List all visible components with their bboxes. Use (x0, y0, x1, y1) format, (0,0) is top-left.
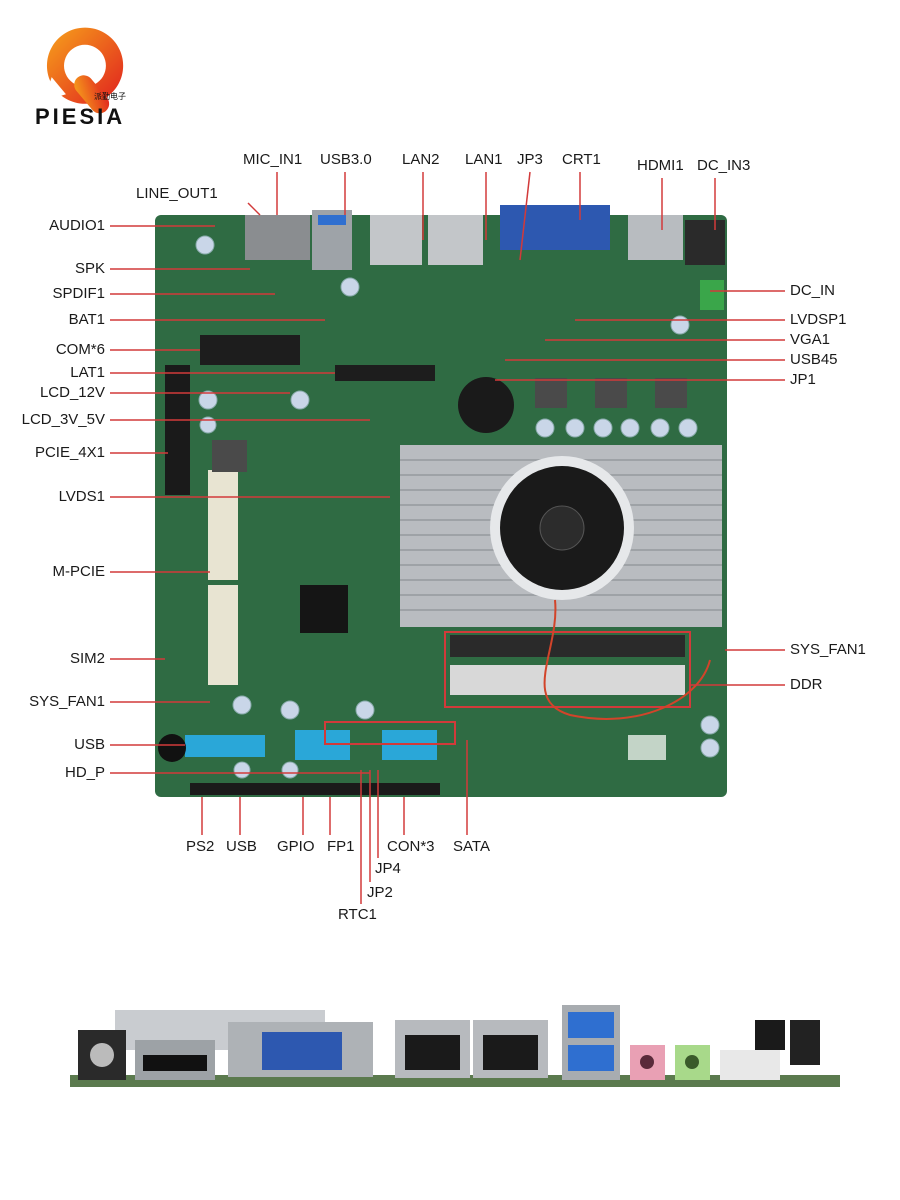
label-spdif1: SPDIF1 (52, 285, 105, 302)
label-audio1: AUDIO1 (49, 217, 105, 234)
label-jp3: JP3 (517, 151, 543, 168)
audio-jacks (245, 215, 310, 260)
label-jp2: JP2 (367, 884, 393, 901)
brand-name: PIESIA (35, 104, 126, 129)
hdmi-port (628, 215, 683, 260)
label-lcd-12v: LCD_12V (39, 384, 105, 401)
label-jp4: JP4 (375, 860, 401, 877)
label-pcie-4x1: PCIE_4X1 (34, 444, 105, 461)
label-m-pcie: M-PCIE (52, 563, 106, 580)
label-vga1: VGA1 (790, 331, 831, 348)
label-dc-in3: DC_IN3 (697, 157, 751, 174)
label-sata: SATA (453, 838, 490, 855)
lan2-port (370, 215, 422, 265)
label-lan2: LAN2 (402, 151, 440, 168)
label-usb45: USB45 (790, 351, 838, 368)
ddr-slot-1 (450, 635, 685, 657)
label-usb-left: USB (74, 736, 105, 753)
label-rtc1: RTC1 (338, 906, 377, 923)
label-com6: COM*6 (55, 341, 105, 358)
label-sys-fan1-left: SYS_FAN1 (29, 693, 105, 710)
label-hd-p: HD_P (64, 764, 105, 781)
label-line-out1: LINE_OUT1 (136, 185, 218, 202)
label-gpio: GPIO (277, 838, 315, 855)
mpcie-slot-2 (208, 585, 238, 685)
label-bat1: BAT1 (68, 311, 105, 328)
label-jp1: JP1 (790, 371, 816, 388)
label-mic-in1: MIC_IN1 (243, 151, 303, 168)
label-sim2: SIM2 (69, 650, 105, 667)
logo-q-icon (44, 27, 124, 114)
label-lvds1: LVDS1 (58, 488, 105, 505)
label-crt1: CRT1 (562, 151, 601, 168)
label-spk: SPK (74, 260, 105, 277)
label-usb3: USB3.0 (320, 151, 372, 168)
usb-header (185, 735, 265, 757)
brand-subtitle: 派勤电子 (94, 92, 126, 101)
label-lvdsp1: LVDSP1 (790, 311, 847, 328)
label-con3: CON*3 (387, 838, 435, 855)
label-usb-bottom: USB (226, 838, 257, 855)
label-lan1: LAN1 (465, 151, 503, 168)
label-ps2: PS2 (186, 838, 215, 855)
mpcie-slot-1 (208, 470, 238, 580)
ddr-slot-2 (450, 665, 685, 695)
dc-jack (685, 220, 725, 265)
label-hdmi1: HDMI1 (637, 157, 684, 174)
com-header (200, 335, 300, 365)
label-dc-in: DC_IN (790, 282, 836, 299)
label-lat1: LAT1 (70, 364, 105, 381)
leader-lines (110, 171, 785, 904)
pcie-slot (165, 365, 190, 495)
label-sys-fan1-right: SYS_FAN1 (790, 641, 866, 658)
label-lcd-3v-5v: LCD_3V_5V (21, 411, 105, 428)
lan1-port (428, 215, 483, 265)
label-ddr: DDR (790, 676, 823, 693)
label-fp1: FP1 (327, 838, 355, 855)
vga-port (500, 205, 610, 250)
